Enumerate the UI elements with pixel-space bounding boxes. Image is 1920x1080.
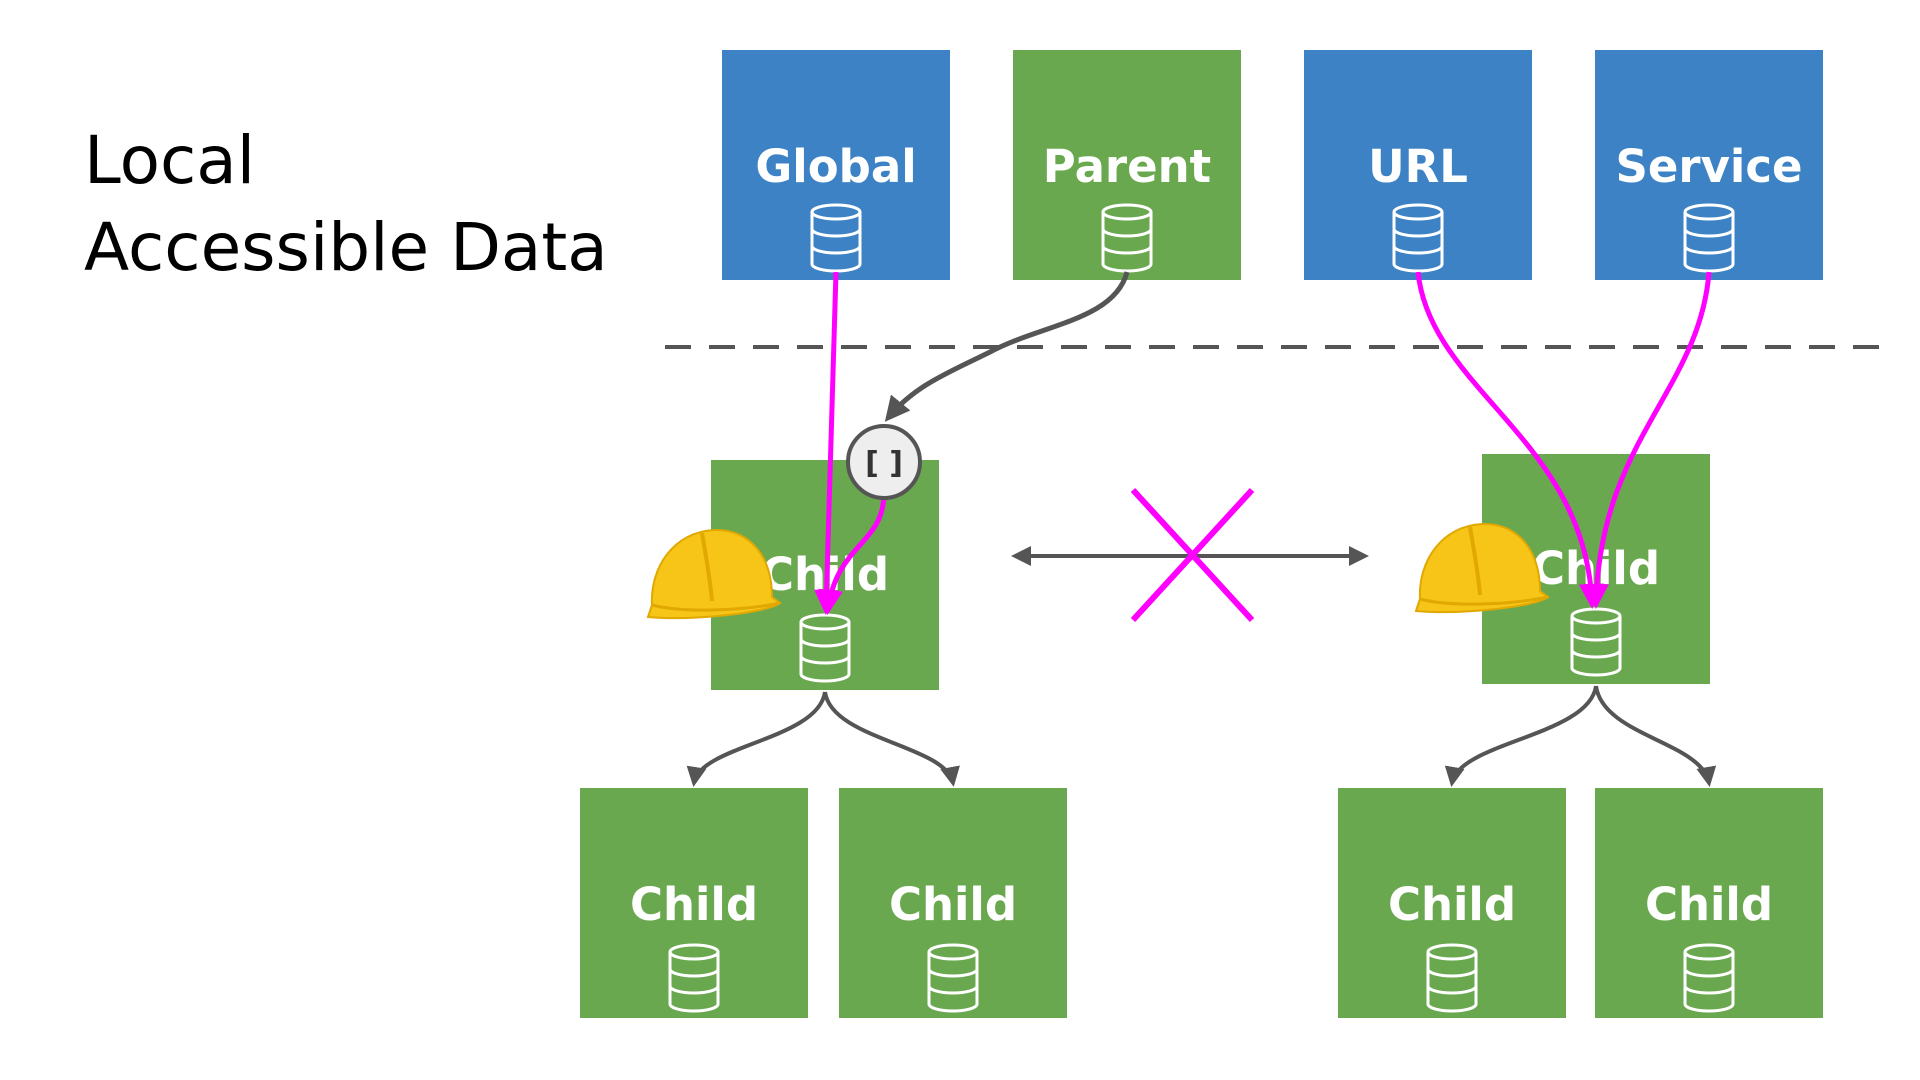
grandchild-label: Child [1388,878,1516,931]
database-icon [1683,943,1735,1013]
source-box-global [722,50,950,280]
child-to-grandchild-arrow [1444,685,1598,787]
source-global: Global [722,50,950,280]
grandchild-label: Child [1645,878,1773,931]
grandchild-box [1595,788,1823,1018]
database-icon [668,943,720,1013]
title-line-1: Local [84,122,256,199]
title-line-2: Accessible Data [84,209,608,286]
database-icon [1392,203,1444,273]
global-to-child-flow [814,271,840,615]
database-icon [927,943,979,1013]
source-label-parent: Parent [1043,140,1211,193]
input-binding-icon: [ ] [846,424,922,500]
database-icon [1683,203,1735,273]
parent-to-child-arrow [884,271,1130,422]
grandchild-1: Child [580,788,808,1018]
source-label-url: URL [1368,140,1468,193]
grandchild-box [1338,788,1566,1018]
source-label-global: Global [755,140,916,193]
source-parent: Parent [1013,50,1241,280]
source-service: Service [1595,50,1823,280]
grandchild-2: Child [839,788,1067,1018]
grandchild-label: Child [630,878,758,931]
grandchild-3: Child [1338,788,1566,1018]
database-icon [1101,203,1153,273]
child-to-grandchild-arrow [686,691,827,787]
database-icon [799,613,851,683]
hard-hat-icon [1414,522,1550,614]
input-binding-label: [ ] [865,446,903,481]
database-icon [810,203,862,273]
cross-icon [1130,487,1255,623]
child-to-grandchild-arrow [1594,685,1717,787]
service-to-child-flow [1584,271,1712,609]
source-box-service [1595,50,1823,280]
grandchild-box [839,788,1067,1018]
url-to-child-flow [1415,271,1604,609]
source-box-url [1304,50,1532,280]
binding-to-child-flow [818,495,887,615]
database-icon [1426,943,1478,1013]
child-to-grandchild-arrow [823,691,960,787]
grandchild-box [580,788,808,1018]
grandchild-label: Child [889,878,1017,931]
database-icon [1570,607,1622,677]
grandchild-4: Child [1595,788,1823,1018]
source-label-service: Service [1615,140,1802,193]
hard-hat-icon [646,528,782,620]
source-box-parent [1013,50,1241,280]
source-url: URL [1304,50,1532,280]
